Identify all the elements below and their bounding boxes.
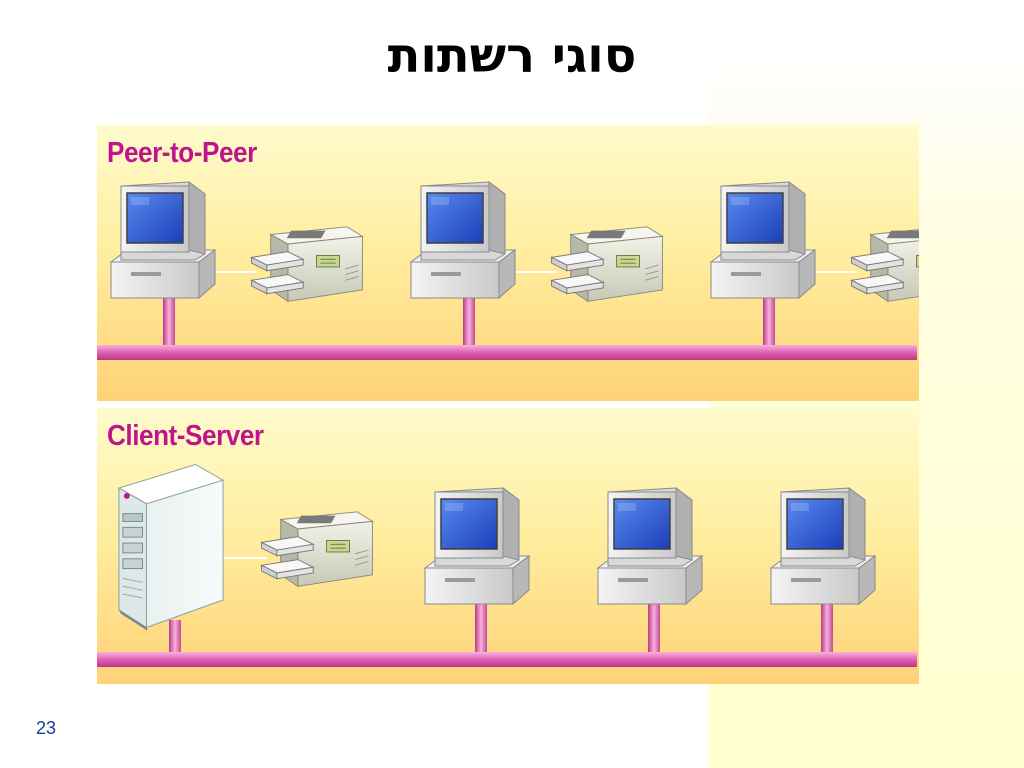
client-server-panel: Client-Server bbox=[97, 408, 919, 684]
peer-to-peer-label: Peer-to-Peer bbox=[107, 137, 257, 169]
cable-drop bbox=[169, 620, 181, 660]
printer-icon bbox=[551, 226, 663, 302]
cable-drop bbox=[763, 297, 775, 353]
printer-icon bbox=[251, 226, 363, 302]
slide-number: 23 bbox=[36, 718, 57, 738]
computer-icon bbox=[424, 487, 530, 605]
client-server-label: Client-Server bbox=[107, 420, 264, 452]
computer-icon bbox=[110, 181, 216, 299]
peer-to-peer-network-diagram bbox=[97, 181, 919, 360]
client-server-network-diagram bbox=[97, 464, 917, 667]
computer-icon bbox=[710, 181, 816, 299]
slide-title: סוגי רשתות bbox=[387, 28, 637, 84]
cable-drop bbox=[163, 297, 175, 353]
printer-icon bbox=[851, 226, 919, 302]
peer-to-peer-panel: Peer-to-Peer bbox=[97, 125, 919, 401]
cable-drop bbox=[475, 604, 487, 660]
network-bus-cable bbox=[97, 652, 917, 667]
cable-drop bbox=[821, 604, 833, 660]
computer-icon bbox=[597, 487, 703, 605]
computer-icon bbox=[410, 181, 516, 299]
printer-icon bbox=[261, 511, 373, 587]
cable-drop bbox=[463, 297, 475, 353]
server-icon bbox=[118, 464, 224, 630]
computer-icon bbox=[770, 487, 876, 605]
network-bus-cable bbox=[97, 345, 917, 360]
cable-drop bbox=[648, 604, 660, 660]
